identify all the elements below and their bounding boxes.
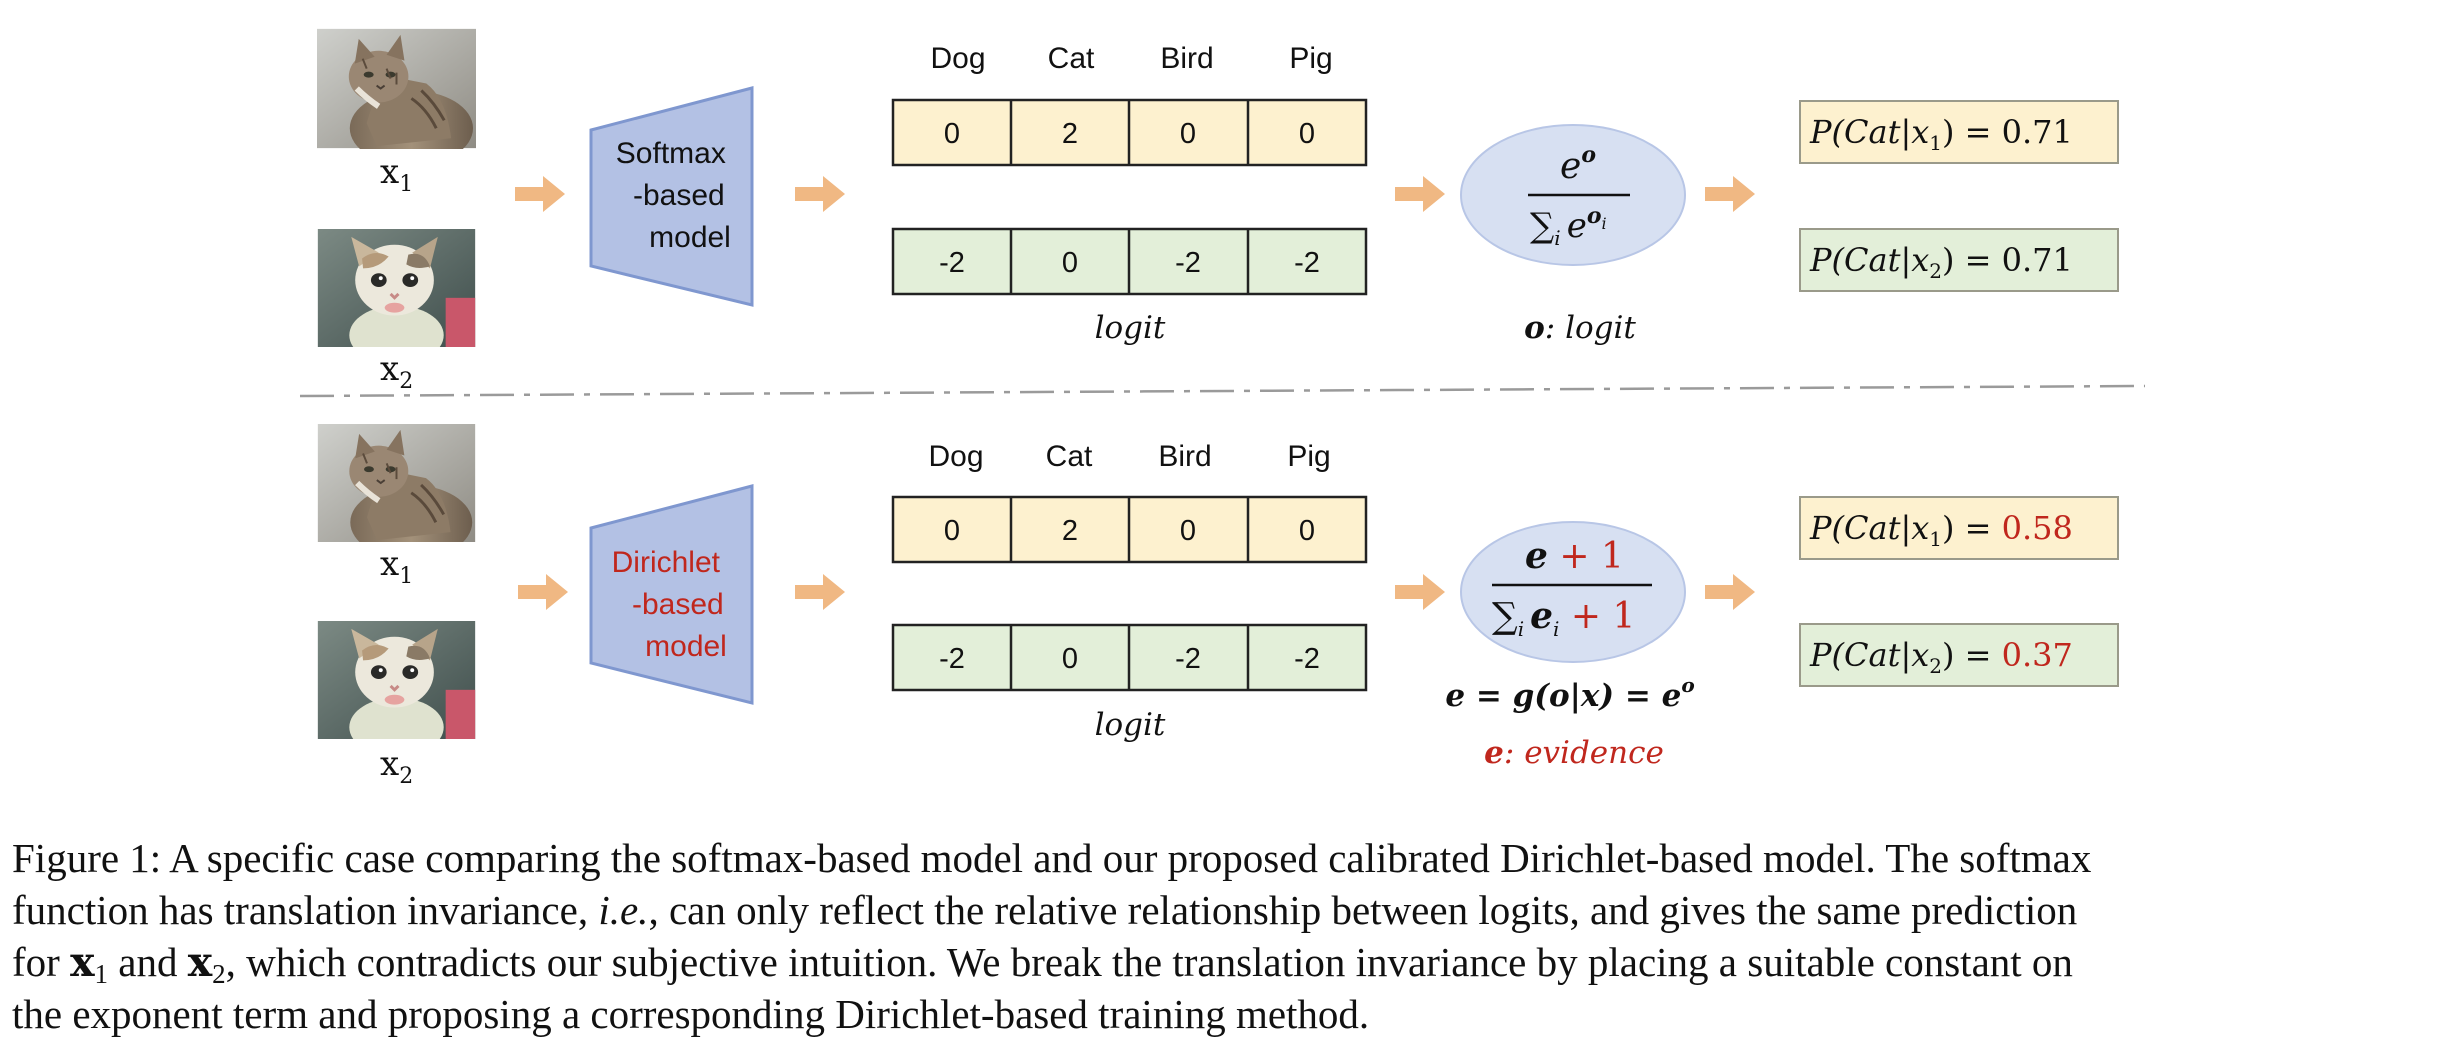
caption-line: Figure 1: A specific case comparing the … bbox=[12, 835, 2092, 881]
logit-cell: -2 bbox=[1294, 643, 1320, 675]
right-arrow-icon bbox=[1395, 176, 1445, 212]
dirichlet-model-trapezoid bbox=[589, 484, 754, 705]
logit-cell: 0 bbox=[944, 118, 960, 150]
svg-text:e + 1: e + 1 bbox=[1525, 535, 1624, 577]
logit-table-x1: 0 2 0 0 bbox=[891, 98, 1368, 167]
right-arrow-icon bbox=[1395, 574, 1445, 610]
kitten-photo-icon bbox=[317, 621, 476, 739]
section-divider bbox=[299, 384, 2146, 398]
class-header-cat: Cat bbox=[1046, 440, 1093, 473]
logit-table-x2: -2 0 -2 -2 bbox=[891, 623, 1368, 692]
right-arrow-icon bbox=[795, 176, 845, 212]
logit-label: logit bbox=[1095, 707, 1166, 743]
logit-cell: 0 bbox=[1299, 118, 1315, 150]
input-label-x1: x1 bbox=[380, 544, 413, 589]
logit-table-x1: 0 2 0 0 bbox=[891, 495, 1368, 564]
softmax-row: x1 x2 Softmax -based model Dog Cat Bird … bbox=[317, 29, 2119, 394]
output-box-x1: P(Cat|x1) = 0.58 bbox=[1799, 496, 2119, 560]
figure-diagram: x1 x2 Softmax -based model Dog Cat Bird … bbox=[299, 0, 2146, 789]
output-text: P(Cat|x2) = 0.71 bbox=[1809, 241, 2073, 283]
logit-cell: 0 bbox=[1062, 247, 1078, 279]
caption-line: function has translation invariance, i.e… bbox=[12, 887, 2078, 933]
input-label-x1: x1 bbox=[380, 152, 413, 197]
dirichlet-row: x1 x2 Dirichlet -based model Dog Cat Bir… bbox=[317, 424, 2119, 789]
logit-cell: 0 bbox=[1180, 515, 1196, 547]
softmax-model-label: Softmax -based model bbox=[616, 137, 734, 254]
logit-cell: -2 bbox=[1175, 247, 1201, 279]
logit-cell: 2 bbox=[1062, 515, 1078, 547]
logit-note: o: logit bbox=[1524, 310, 1636, 346]
class-header-cat: Cat bbox=[1048, 42, 1095, 75]
dirichlet-model-label: Dirichlet -based model bbox=[612, 546, 732, 663]
evidence-note: e: evidence bbox=[1484, 735, 1664, 771]
figure-caption: Figure 1: A specific case comparing the … bbox=[12, 832, 2442, 1040]
input-label-x2: x2 bbox=[380, 349, 413, 394]
logit-cell: 0 bbox=[944, 515, 960, 547]
class-headers: Dog Cat Bird Pig bbox=[928, 440, 1330, 473]
caption-line: for x1 and x2, which contradicts our sub… bbox=[12, 938, 2073, 989]
logit-cell: -2 bbox=[1175, 643, 1201, 675]
logit-label: logit bbox=[1095, 310, 1166, 346]
logit-cell: 0 bbox=[1299, 515, 1315, 547]
class-header-dog: Dog bbox=[928, 440, 983, 473]
logit-cell: 0 bbox=[1062, 643, 1078, 675]
output-box-x2: P(Cat|x2) = 0.71 bbox=[1799, 228, 2119, 292]
right-arrow-icon bbox=[795, 574, 845, 610]
input-label-x2: x2 bbox=[380, 744, 413, 789]
right-arrow-icon bbox=[518, 574, 568, 610]
logit-cell: -2 bbox=[939, 247, 965, 279]
class-header-bird: Bird bbox=[1160, 42, 1213, 75]
class-header-bird: Bird bbox=[1158, 440, 1211, 473]
output-text: P(Cat|x1) = 0.58 bbox=[1809, 509, 2073, 551]
cat-photo-icon bbox=[317, 29, 476, 166]
svg-text:∑iei + 1: ∑iei + 1 bbox=[1492, 595, 1635, 641]
logit-cell: -2 bbox=[939, 643, 965, 675]
output-box-x2: P(Cat|x2) = 0.37 bbox=[1799, 623, 2119, 687]
cat-photo-icon bbox=[318, 424, 475, 560]
logit-cell: 0 bbox=[1180, 118, 1196, 150]
logit-table-x2: -2 0 -2 -2 bbox=[891, 227, 1368, 296]
evidence-definition: e = g(o|x) = eo bbox=[1445, 673, 1694, 714]
softmax-model-trapezoid bbox=[589, 86, 754, 307]
logit-cell: 2 bbox=[1062, 118, 1078, 150]
class-headers: Dog Cat Bird Pig bbox=[930, 42, 1332, 75]
output-box-x1: P(Cat|x1) = 0.71 bbox=[1799, 100, 2119, 164]
right-arrow-icon bbox=[1705, 176, 1755, 212]
svg-text:eo: eo bbox=[1560, 142, 1596, 187]
logit-cell: -2 bbox=[1294, 247, 1320, 279]
dirichlet-formula-ellipse bbox=[1460, 521, 1686, 663]
class-header-pig: Pig bbox=[1289, 42, 1332, 75]
kitten-photo-icon bbox=[317, 229, 476, 347]
right-arrow-icon bbox=[515, 176, 565, 212]
output-text: P(Cat|x1) = 0.71 bbox=[1809, 113, 2073, 155]
class-header-dog: Dog bbox=[930, 42, 985, 75]
class-header-pig: Pig bbox=[1287, 440, 1330, 473]
output-text: P(Cat|x2) = 0.37 bbox=[1809, 636, 2073, 678]
caption-line: the exponent term and proposing a corres… bbox=[12, 991, 1370, 1037]
right-arrow-icon bbox=[1705, 574, 1755, 610]
